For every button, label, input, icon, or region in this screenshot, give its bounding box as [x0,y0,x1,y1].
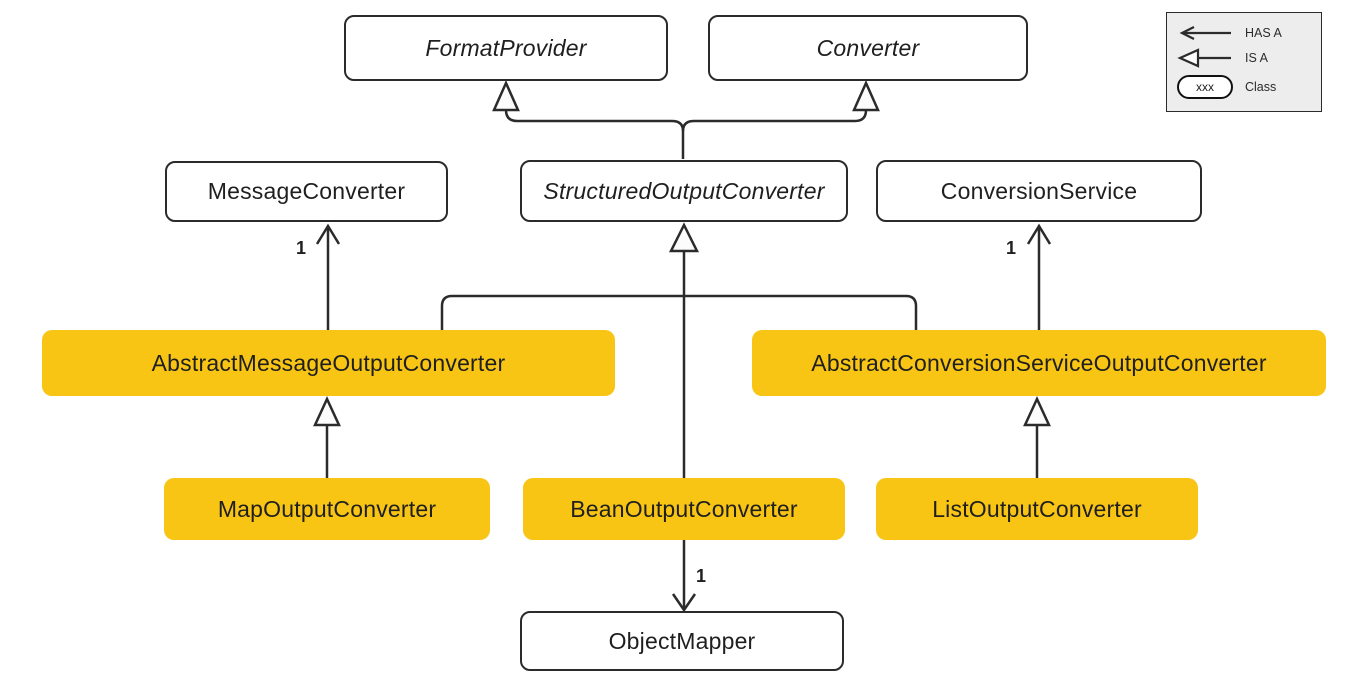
legend-row-is-a: IS A [1177,48,1311,68]
node-objectmapper: ObjectMapper [520,611,844,671]
node-abstractconversionserviceoutputconverter: AbstractConversionServiceOutputConverter [752,330,1326,396]
edge-listoutputconverter-isa [1023,396,1051,478]
node-mapoutputconverter: MapOutputConverter [164,478,490,540]
legend-row-class: xxx Class [1177,75,1311,100]
legend-row-has-a: HAS A [1177,25,1311,41]
isa-triangle-formatprovider [492,79,520,112]
legend-has-a-label: HAS A [1245,25,1282,40]
node-label: FormatProvider [425,34,587,61]
edge-branch-abstract-converters [440,294,918,330]
has-a-arrow-icon [1177,25,1235,41]
node-label: MessageConverter [207,178,406,204]
node-label: AbstractConversionServiceOutputConverter [811,349,1267,376]
edge-structuredoutputconverter-isa-formatprovider [492,79,685,159]
node-beanoutputconverter: BeanOutputConverter [523,478,845,540]
edge-line [681,109,868,132]
legend: HAS A IS A xxx Class [1166,12,1322,112]
edge-hasa-conversionservice [1026,223,1052,330]
class-pill-icon: xxx [1177,75,1235,100]
hasa-arrowhead [315,223,341,245]
edge-hasa-objectmapper [671,540,697,613]
edge-hasa-messageconverter [315,223,341,330]
node-listoutputconverter: ListOutputConverter [876,478,1198,540]
node-label: ConversionService [940,177,1138,204]
node-abstractmessageoutputconverter: AbstractMessageOutputConverter [42,330,615,396]
node-messageconverter: MessageConverter [165,161,448,222]
node-label: AbstractMessageOutputConverter [151,349,506,376]
node-formatprovider: FormatProvider [344,15,668,81]
node-conversionservice: ConversionService [876,160,1202,222]
isa-triangle-abstractmessage [313,396,341,427]
isa-triangle-structuredoutputconverter [668,222,700,253]
edge-line [504,109,685,159]
node-structuredoutputconverter: StructuredOutputConverter [520,160,848,222]
node-converter: Converter [708,15,1028,81]
multiplicity-messageconverter: 1 [296,238,307,258]
node-label: BeanOutputConverter [570,495,798,522]
hasa-arrowhead [1026,223,1052,245]
legend-is-a-label: IS A [1245,50,1268,65]
isa-triangle-abstractconversionservice [1023,396,1051,427]
node-label: MapOutputConverter [217,495,437,522]
isa-triangle-converter [852,79,880,112]
hasa-arrowhead [671,593,697,613]
node-label: ObjectMapper [608,627,756,654]
edge-isa-structuredoutputconverter-trunk [440,222,918,478]
multiplicity-conversionservice: 1 [1006,238,1017,258]
edge-structuredoutputconverter-isa-converter [681,79,880,132]
class-pill-sample: xxx [1177,75,1233,100]
edge-mapoutputconverter-isa [313,396,341,478]
node-label: Converter [816,34,920,61]
legend-class-label: Class [1245,80,1277,95]
node-label: ListOutputConverter [932,495,1142,522]
multiplicity-objectmapper: 1 [696,566,707,586]
is-a-triangle-icon [1177,48,1235,68]
node-label: StructuredOutputConverter [543,177,825,204]
